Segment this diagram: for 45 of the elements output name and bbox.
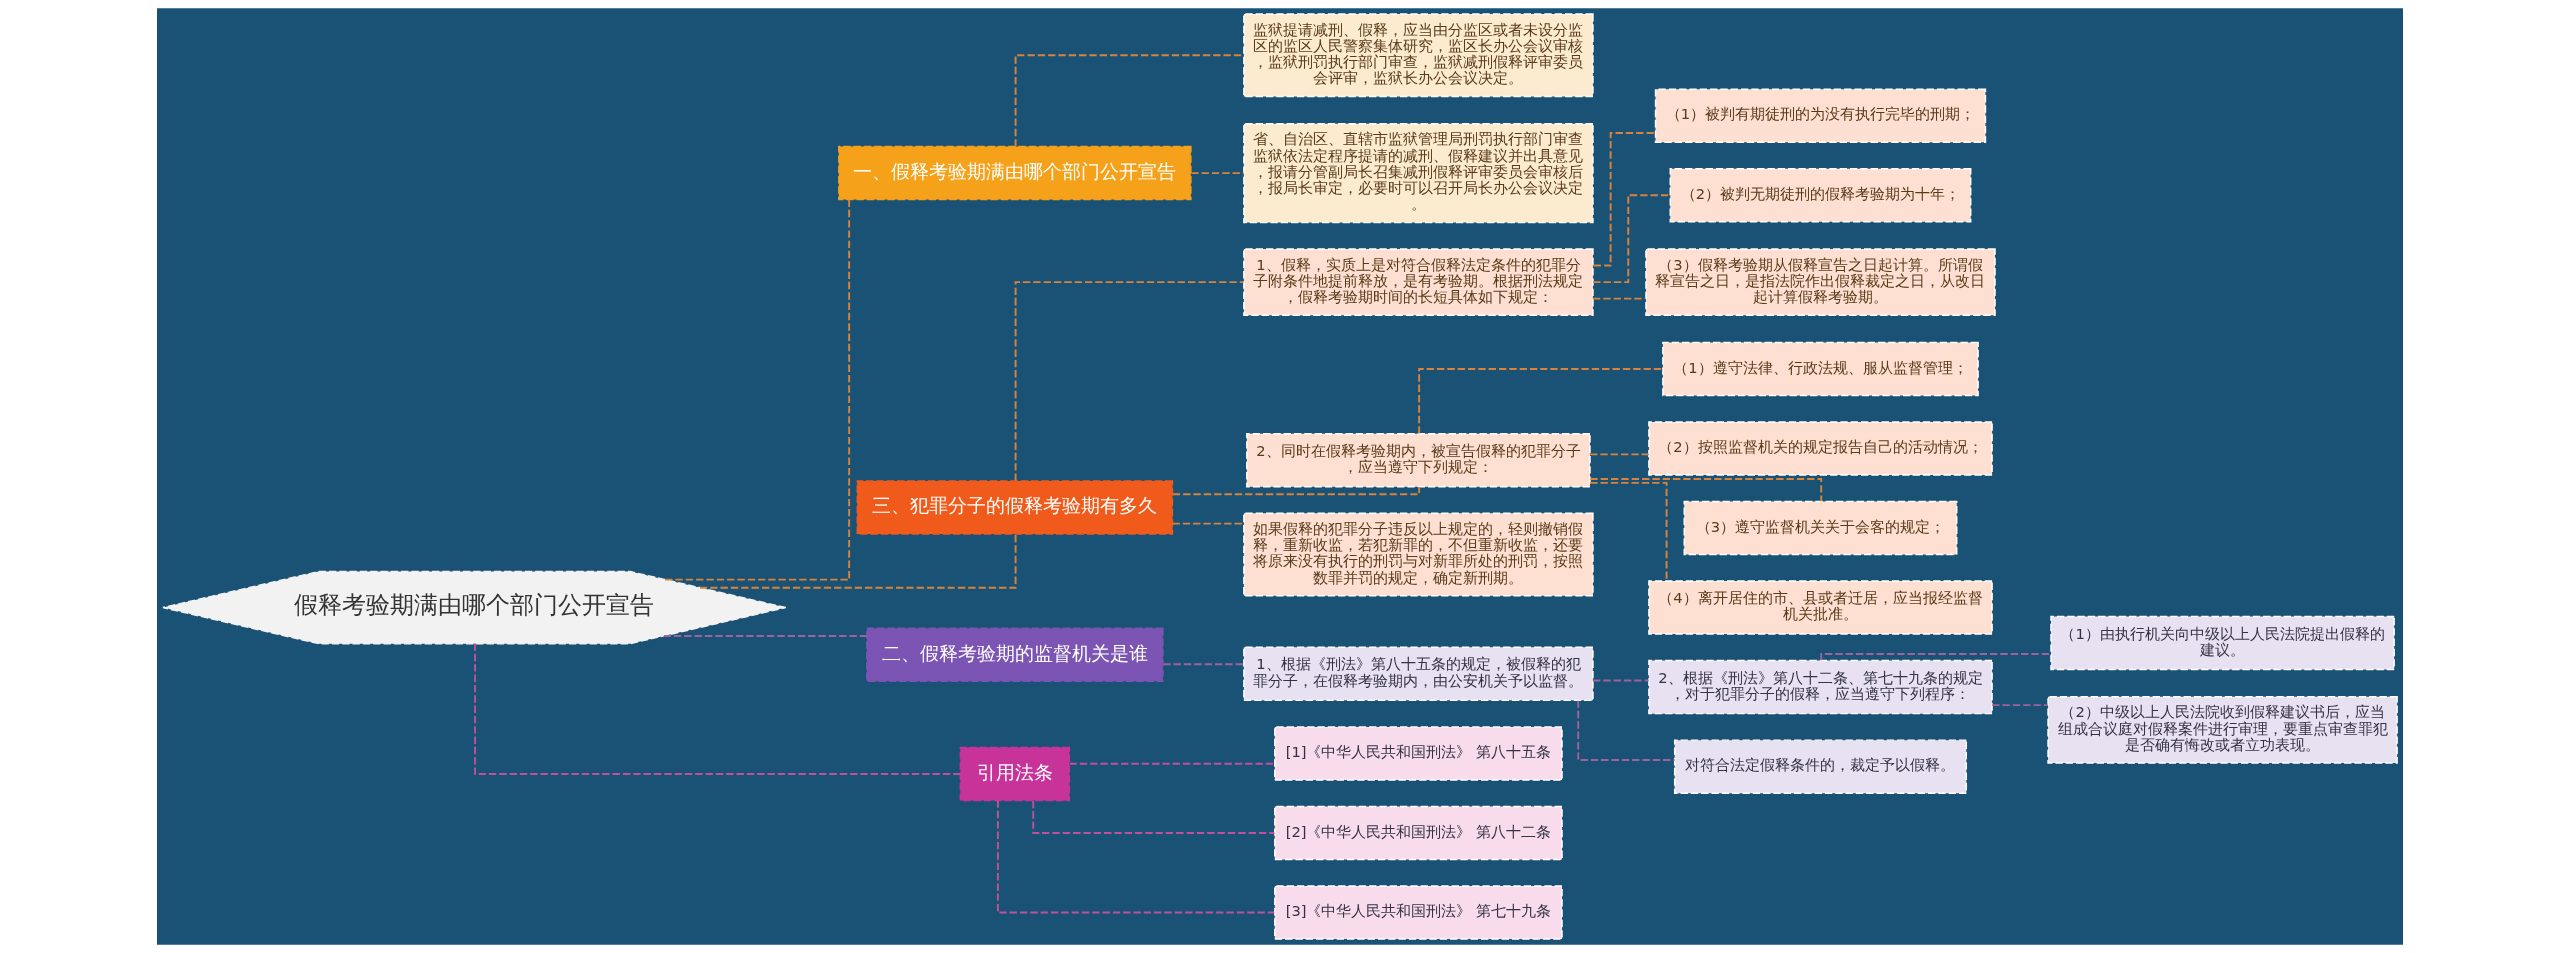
connector [1589, 453, 1650, 456]
node-box: 1、根据《刑法》第八十五条的规定，被假释的犯罪分子，在假释考验期内，由公安机关予以监督。 [1243, 646, 1594, 702]
node-box: 如果假释的犯罪分子违反以上规定的，轻则撤销假释，重新收监，若犯新罪的，不但重新收监，还要将原来没有执行的刑罚与对新罪所处的刑罚，按照数罪并罚的规定，确定新刑期。 [1243, 512, 1594, 597]
node-box: [1]《中华人民共和国刑法》 第八十五条 [1274, 726, 1563, 781]
connector [1577, 699, 1676, 761]
node-box: 监狱提请减刑、假释，应当由分监区或者未设分监区的监区人民警察集体研究，监区长办公会议审核，监狱刑罚执行部门审查，监狱减刑假释评审委员会评审，监狱长办公会议决定。 [1243, 13, 1594, 98]
node-box: 对符合法定假释条件的，裁定予以假释。 [1673, 739, 1968, 794]
node-box: （2）按照监督机关的规定报告自己的活动情况； [1648, 421, 1993, 476]
connector [1418, 368, 1664, 435]
node-box: 三、犯罪分子的假释考验期有多久 [856, 480, 1174, 535]
connector [1592, 679, 1650, 682]
node-box: 引用法条 [959, 746, 1071, 802]
node-box: （1）遵守法律、行政法规、服从监督管理； [1662, 341, 1979, 397]
node-box: （3）遵守监督机关关于会客的规定； [1683, 500, 1958, 556]
node-box: （2）中级以上人民法院收到假释建议书后，应当组成合议庭对假释案件进行审理，要重点审查罪犯是否确有悔改或者立功表现。 [2047, 695, 2398, 764]
node-box: （2）被判无期徒刑的假释考验期为十年； [1669, 167, 1972, 223]
connector [699, 533, 1017, 589]
connector [1190, 172, 1245, 175]
connector [1171, 522, 1245, 525]
connector [664, 198, 851, 581]
node-box: 1、假释，实质上是对符合假释法定条件的犯罪分子附条件地提前释放，是有考验期。根据刑法规定，假释考验期时间的长短具体如下规定： [1243, 248, 1594, 316]
connector [1162, 663, 1245, 666]
node-box: [2]《中华人民共和国刑法》 第八十二条 [1274, 805, 1563, 861]
node-box: （1）被判有期徒刑的为没有执行完毕的刑期； [1654, 88, 1987, 143]
connector [1592, 194, 1671, 284]
node-box: 2、同时在假释考验期内，被宣告假释的犯罪分子，应当遵守下列规定： [1246, 433, 1591, 488]
connector [1991, 704, 2049, 707]
node-box: 二、假释考验期的监督机关是谁 [866, 627, 1164, 682]
connector [996, 799, 1276, 914]
connector [662, 634, 868, 637]
connector [1068, 762, 1276, 765]
node-box: 2、根据《刑法》第八十二条、第七十九条的规定，对于犯罪分子的假释，应当遵守下列程序： [1648, 659, 1993, 715]
connector [1592, 132, 1657, 267]
connector [1589, 481, 1668, 582]
connector [1014, 281, 1245, 482]
node-box: [3]《中华人民共和国刑法》 第七十九条 [1274, 885, 1563, 940]
node-box: 一、假释考验期满由哪个部门公开宣告 [838, 145, 1192, 201]
connector [1820, 653, 2052, 662]
node-box: 省、自治区、直辖市监狱管理局刑罚执行部门审查监狱依法定程序提请的减刑、假释建议并出具意见，报请分管副局长召集减刑假释评审委员会审核后，报局长审定，必要时可以召开局长办公会议决定。 [1243, 123, 1594, 224]
node-box: （4）离开居住的市、县或者迁居，应当报经监督机关批准。 [1648, 580, 1993, 635]
node-box: （1）由执行机关向中级以上人民法院提出假释的建议。 [2050, 615, 2395, 671]
node-box: （3）假释考验期从假释宣告之日起计算。所谓假释宣告之日，是指法院作出假释裁定之日，从改日起计算假释考验期。 [1645, 248, 1996, 316]
connector [1032, 799, 1276, 834]
connector [474, 642, 962, 775]
connector [1171, 486, 1421, 496]
